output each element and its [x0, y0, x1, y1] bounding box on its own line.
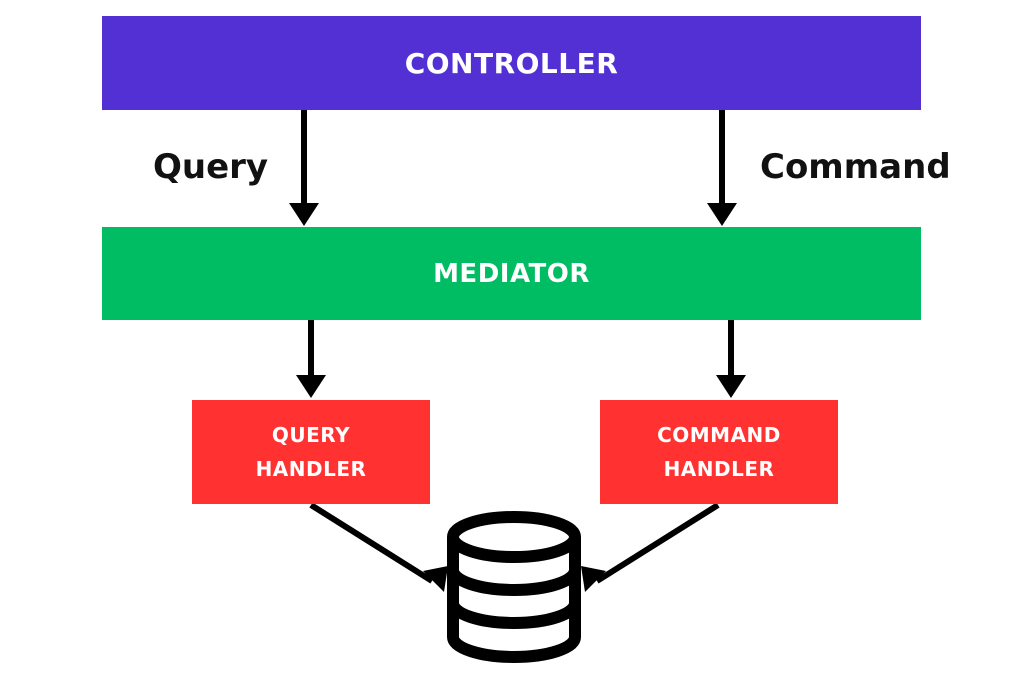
arrowhead-query-down [289, 203, 319, 226]
arrowhead-query-to-db [423, 566, 448, 592]
arrowhead-command-to-db [581, 566, 606, 592]
arrowhead-query-handler-down [296, 375, 326, 398]
arrowhead-command-handler-down [716, 375, 746, 398]
arrow-query-handler-to-database [309, 502, 434, 584]
query-handler-label-line-2: HANDLER [255, 457, 367, 481]
command-handler-label-line-1: COMMAND [657, 423, 781, 447]
query-handler-box: QUERY HANDLER [192, 400, 430, 504]
database-icon [447, 511, 581, 663]
arrowhead-command-down [707, 203, 737, 226]
controller-label: CONTROLLER [404, 46, 619, 80]
query-handler-label-line-1: QUERY [271, 423, 351, 447]
mediator-box: MEDIATOR [102, 227, 921, 320]
command-edge-label: Command [760, 147, 951, 187]
command-handler-box: COMMAND HANDLER [600, 400, 838, 504]
controller-box: CONTROLLER [102, 16, 921, 110]
command-handler-label-line-2: HANDLER [663, 457, 775, 481]
mediator-label: MEDIATOR [433, 258, 590, 289]
query-edge-label: Query [153, 147, 269, 187]
arrow-command-handler-to-database [595, 502, 720, 584]
